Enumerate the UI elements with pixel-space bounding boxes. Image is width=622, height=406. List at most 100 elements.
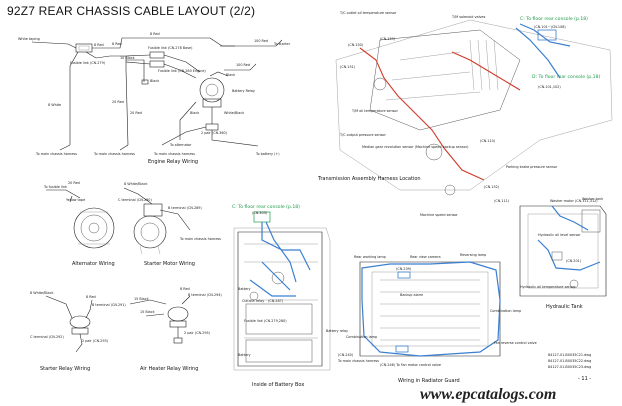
battery-box-harness — [261, 221, 311, 283]
label-battery-relay-bb: Battery relay — [326, 329, 348, 333]
label-ah-15-black-b: 15 Black — [140, 310, 155, 314]
machine-speed-sensor-body — [444, 184, 456, 196]
label-100-red: 100 Red — [254, 39, 268, 43]
label-hyd-oil-temp: Hydraulic oil temperature sensor — [520, 285, 576, 289]
label-fusible-bb: Fusible link (CN.279,280) — [244, 319, 287, 323]
hydraulic-tank-harness — [537, 205, 601, 271]
label-sr-c-terminal: C terminal (CN.292) — [30, 335, 64, 339]
hyd-oil-level-sensor — [551, 251, 563, 261]
label-tc-outlet-temp: T/C outlet oil temperature sensor — [339, 11, 397, 15]
transmission-outline — [335, 19, 613, 191]
footer-note-2: 84127-01-B0035C22.dwg — [548, 359, 591, 363]
radiator-guard-section: Rear working lamp Rear view camera Rever… — [337, 253, 537, 384]
wire-to-alternator — [179, 101, 197, 140]
label-to-main-3: To main chassis harness — [153, 152, 195, 156]
battery-relay-body — [199, 77, 225, 103]
wire-sm-8-white-black — [123, 187, 153, 205]
wire-20-red — [125, 56, 129, 146]
label-tm-oil-temp: T/M oil temperature sensor — [351, 109, 398, 113]
label-combination-lamp-a: Combination lamp — [346, 335, 377, 339]
wire-sr-8-red — [85, 299, 93, 319]
label-cn303: (CN.303) — [252, 211, 268, 215]
wire-sr-8-white-black — [45, 295, 73, 319]
label-hyd-oil-level: Hydraulic oil level sensor — [538, 233, 581, 237]
battery-box-harness-b — [249, 261, 296, 297]
alternator-body — [73, 207, 115, 249]
connector-cn101 — [537, 29, 557, 41]
wire-to-battery — [211, 130, 259, 147]
page-title: 92Z7 REAR CHASSIS CABLE LAYOUT (2/2) — [7, 4, 256, 18]
air-heater-connector — [173, 337, 183, 344]
label-to-main-2: To main chassis harness — [93, 152, 135, 156]
radiator-guard-frame — [359, 261, 501, 357]
label-white-tape: White taping — [18, 37, 40, 41]
tc-outlet-temp-sensor — [373, 77, 387, 91]
wire-10-black — [126, 59, 145, 82]
solenoid-valves — [469, 39, 499, 91]
label-reverse-lamp: Reversing lamp — [460, 253, 486, 257]
label-median-gear: Median gear revolution sensor (Machine s… — [362, 145, 469, 149]
label-cn240: (CN.240) — [338, 353, 354, 357]
wire-sr-2-pair — [75, 333, 83, 353]
air-heater-relay-base — [169, 320, 187, 328]
watermark: www.epcatalogs.com — [420, 386, 557, 403]
label-alt-20-red: 20 Red — [68, 181, 80, 185]
label-cn101: (CN.101~(CN.108) — [534, 25, 566, 29]
label-cn111: (CN.111) — [494, 199, 510, 203]
wire-ah-15-black — [129, 299, 167, 305]
label-tc-outlet-press: T/C output pressure sensor — [339, 133, 386, 137]
hyd-oil-temp-sensor — [569, 279, 579, 289]
hydraulic-tank-section: Washer motor (CN.311,312) Washer tank Hy… — [519, 197, 607, 310]
label-rear-working-lamp: Rear working lamp — [354, 255, 386, 259]
wire-8-red-top-end — [209, 37, 235, 47]
label-sr-b-terminal: B terminal (CN.291) — [92, 303, 126, 307]
battery-box-ribs — [244, 243, 318, 339]
label-fusible-cn280: Fusible link (CN.280 Engine) — [158, 69, 206, 73]
battery-b-body — [245, 339, 313, 363]
wire-yellow-tape — [69, 195, 73, 203]
label-black-c: Black — [190, 111, 199, 115]
label-to-alternator: To alternator — [169, 143, 192, 147]
caption-alternator: Alternator Wiring — [72, 261, 115, 267]
alternator-ring — [80, 214, 108, 242]
label-parking-brake: Parking brake pressure sensor — [506, 165, 558, 169]
air-heater-relay-body — [167, 306, 189, 322]
label-8-red-b: 8 Red — [112, 42, 122, 46]
label-sr-8-white-black: 8 White/Black — [30, 291, 53, 295]
alternator-section: To fusible link 20 Red Yellow tape Alter… — [43, 181, 115, 267]
wire-fusible-280 — [125, 61, 151, 65]
wire-alt-20-red — [46, 189, 81, 199]
label-cn159: (CN.159) — [380, 37, 396, 41]
fusible-link-element — [78, 45, 90, 51]
label-to-fusible: To fusible link — [43, 185, 67, 189]
caption-radiator-guard: Wiring in Radiator Guard — [398, 378, 460, 384]
transmission-section: C: To floor rear console (p.18) D: To fl… — [317, 11, 613, 217]
black-terminal — [141, 79, 149, 85]
wire-100-red — [220, 39, 283, 47]
connector-cn240 — [395, 345, 409, 353]
wire-8-red-top — [92, 37, 210, 49]
label-rev-control-valve: Fan reverse control valve — [494, 341, 537, 345]
wire-ah-15-black-b — [145, 313, 165, 317]
alternator-fins — [78, 211, 110, 245]
caption-battery-box: Inside of Battery Box — [252, 382, 304, 388]
transmission-harness-red — [359, 47, 521, 181]
starter-motor-gear — [140, 222, 160, 242]
label-rear-view-camera: Rear view camera — [410, 255, 441, 259]
cut-out-relay-body — [249, 291, 259, 301]
wire-to-relay-a — [163, 54, 201, 73]
label-ah-2-pair: 2 pair (CN.295) — [184, 331, 211, 335]
label-to-fan-motor: (CN.246) To Fan motor control valve — [380, 363, 441, 367]
starter-motor-section: 8 White/Black C terminal (CN.290) B term… — [118, 182, 221, 267]
fusible-link-278 — [149, 51, 165, 59]
wire-sm-to-main — [159, 209, 191, 231]
battery-relay-core — [205, 83, 219, 97]
wire-8-red-left — [85, 51, 126, 59]
caption-engine-relay: Engine Relay Wiring — [148, 159, 198, 165]
label-cn151: (CN.151) — [340, 65, 356, 69]
white-tape-wire — [31, 41, 77, 49]
engine-relay-labels: White taping Fusible link (CN.279) 8 Red… — [18, 32, 291, 165]
label-8-red-top: 8 Red — [150, 32, 160, 36]
label-battery-b: Battery — [238, 353, 251, 357]
hydraulic-tank-body — [519, 205, 607, 297]
